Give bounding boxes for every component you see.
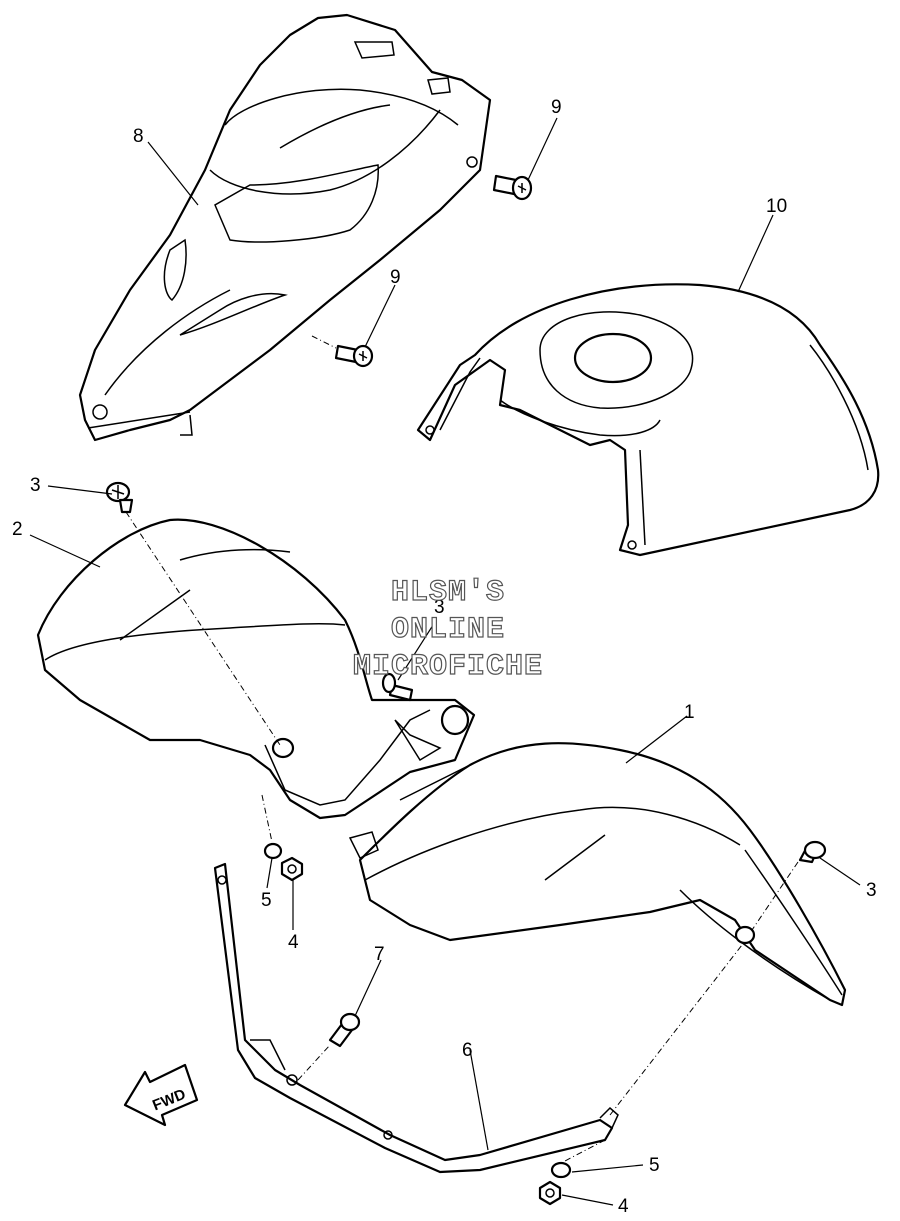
front-nose-cover — [78, 13, 492, 442]
screw-lower — [334, 344, 374, 368]
washer-left — [263, 842, 283, 860]
callout-5-right: 5 — [649, 1155, 660, 1176]
nut-right — [538, 1180, 562, 1206]
callout-4-right: 4 — [618, 1196, 629, 1217]
bolt-stay — [328, 1012, 361, 1048]
leader-lines — [29, 117, 861, 1206]
watermark-line-1: HLSM'S — [391, 576, 505, 610]
watermark: HLSM'S ONLINE MICROFICHE — [352, 575, 543, 684]
fuel-tank-cover — [416, 283, 880, 557]
callout-7: 7 — [374, 944, 385, 965]
screw-fender-right — [798, 840, 827, 864]
callout-8: 8 — [133, 126, 144, 147]
callout-6: 6 — [462, 1040, 473, 1061]
fwd-arrow-icon: FWD — [123, 1063, 199, 1127]
screw-fender-left — [105, 481, 134, 514]
callout-1: 1 — [684, 702, 695, 723]
screw-fender-center — [381, 672, 414, 702]
callout-labels: 1 2 3 3 3 4 4 5 5 6 7 8 9 9 10 — [12, 97, 877, 1217]
front-fender — [36, 518, 476, 820]
watermark-line-3: MICROFICHE — [353, 650, 543, 684]
callout-9-lower: 9 — [390, 267, 401, 288]
rear-stay — [213, 862, 619, 1174]
callout-3-left: 3 — [30, 475, 41, 496]
washer-right — [550, 1161, 572, 1179]
screw-upper — [492, 174, 533, 201]
callout-3-center: 3 — [434, 597, 445, 618]
callout-3-right: 3 — [866, 880, 877, 901]
callout-2: 2 — [12, 519, 23, 540]
callout-10: 10 — [766, 196, 787, 217]
nut-left — [280, 856, 304, 882]
callout-4-left: 4 — [288, 932, 299, 953]
callout-5-left: 5 — [261, 890, 272, 911]
callout-9-upper: 9 — [551, 97, 562, 118]
rear-fender — [348, 742, 847, 1007]
watermark-line-2: ONLINE — [391, 613, 505, 647]
